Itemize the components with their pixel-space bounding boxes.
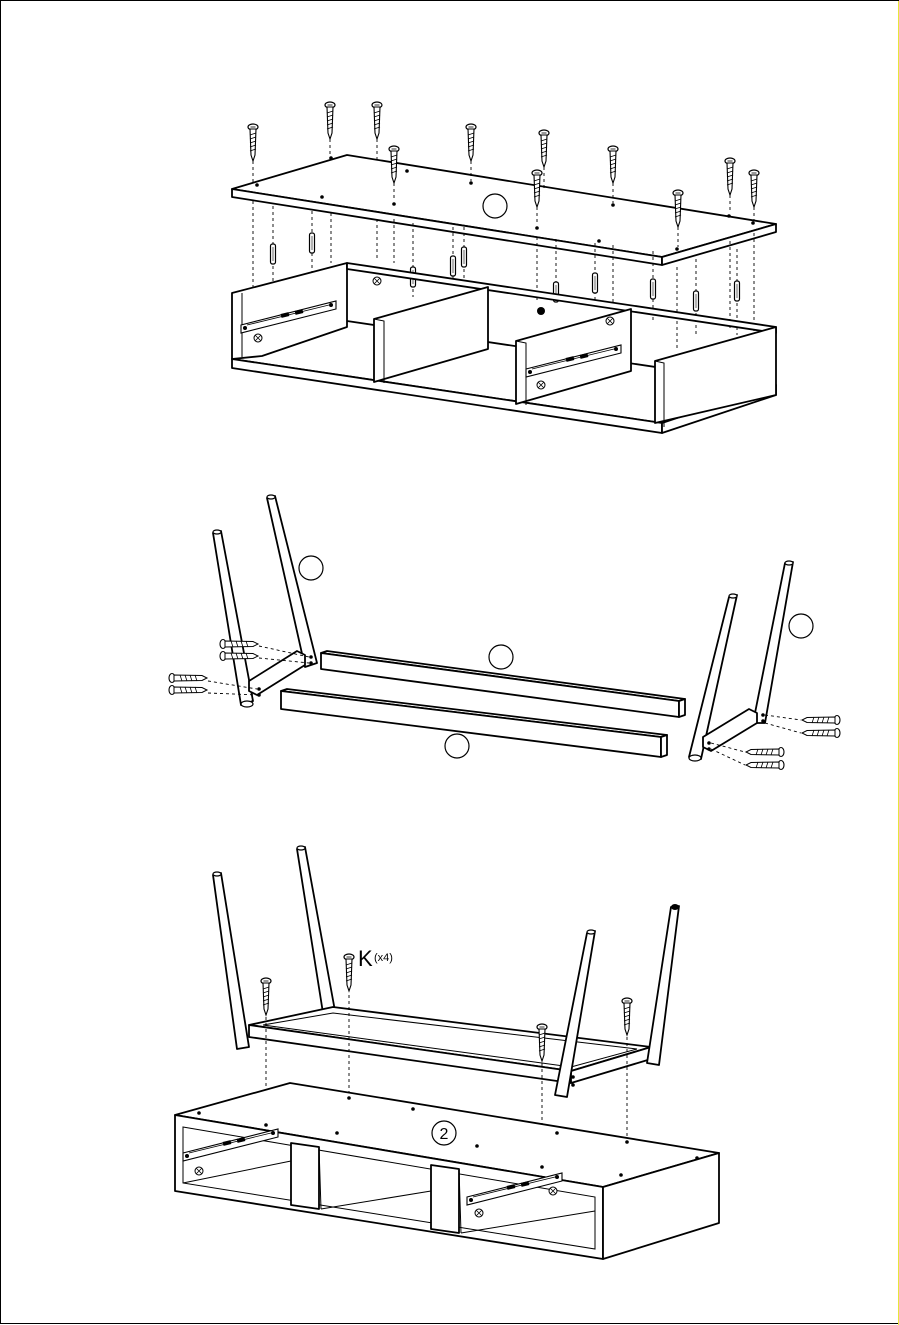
step2-group — [169, 495, 840, 770]
step3-callout-number: 2 — [440, 1126, 449, 1143]
part-letter: K — [358, 946, 373, 971]
step3-group: K (x4) 2 — [175, 846, 719, 1259]
step3-part-label: K (x4) — [358, 946, 393, 971]
step3-leg-frame — [213, 846, 679, 1097]
part-quantity: (x4) — [374, 952, 393, 964]
step2-right-leg-assembly — [689, 561, 793, 761]
step1-group — [232, 102, 776, 433]
step2-rails — [281, 651, 685, 757]
step3-callout: 2 — [432, 1121, 456, 1145]
step1-cabinet — [232, 263, 776, 433]
step1-callout — [483, 194, 507, 218]
step2-left-leg-assembly — [213, 495, 317, 707]
step3-cabinet — [175, 1083, 719, 1259]
